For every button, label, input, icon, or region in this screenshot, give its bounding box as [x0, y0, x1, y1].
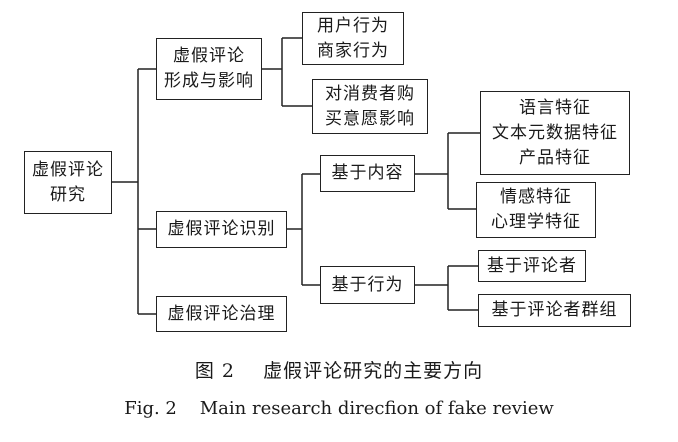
node-content: 基于内容 — [320, 155, 415, 192]
node-reviewer: 基于评论者 — [478, 250, 586, 282]
node-governance: 虚假评论治理 — [156, 296, 287, 332]
node-consumer: 对消费者购 买意愿影响 — [312, 79, 428, 134]
figure-caption-chinese: 图 2 虚假评论研究的主要方向 — [194, 360, 484, 382]
node-identification: 虚假评论识别 — [156, 211, 287, 248]
node-root: 虚假评论 研究 — [24, 151, 112, 214]
node-reviewer-group: 基于评论者群组 — [478, 294, 631, 327]
node-user-merchant: 用户行为 商家行为 — [302, 12, 404, 65]
node-formation: 虚假评论 形成与影响 — [156, 38, 262, 100]
node-text-features: 语言特征 文本元数据特征 产品特征 — [480, 91, 630, 175]
tree-connectors — [112, 37, 480, 315]
figure-caption-english: Fig. 2 Main research direcfion of fake r… — [124, 398, 554, 419]
node-emotion-features: 情感特征 心理学特征 — [476, 182, 596, 238]
node-behavior: 基于行为 — [320, 266, 415, 304]
